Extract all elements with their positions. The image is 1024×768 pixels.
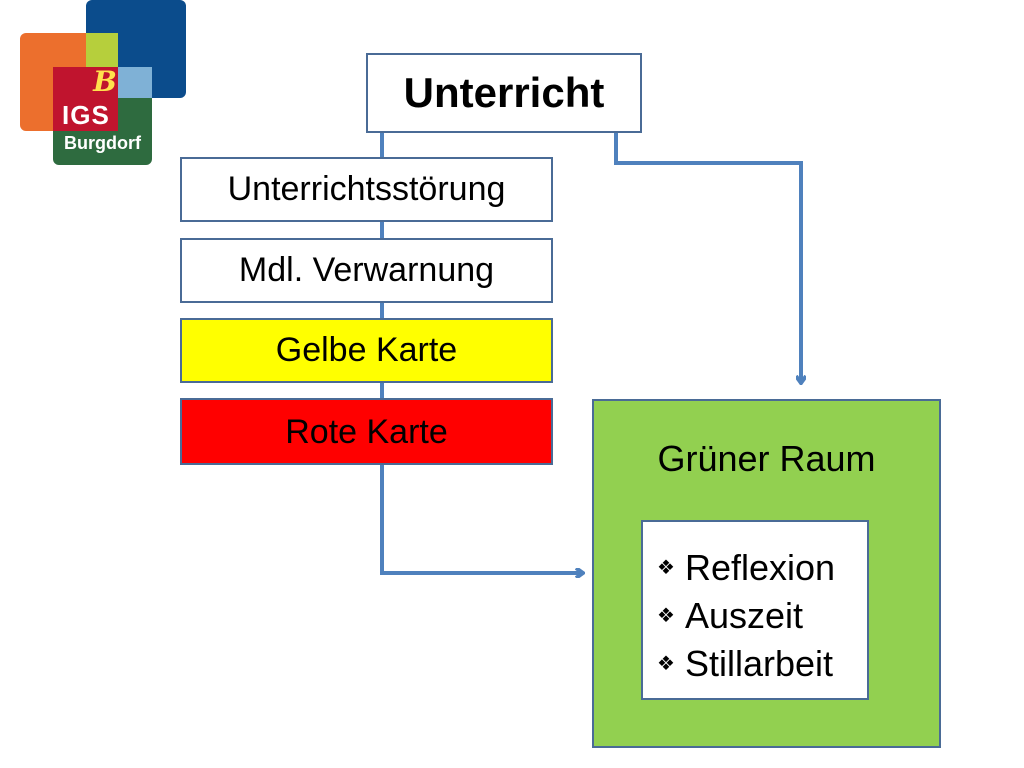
node-gruener-raum: Grüner Raum ❖ Reflexion ❖ Auszeit ❖ Stil… [592,399,941,748]
node-unterrichtsstoerung: Unterrichtsstörung [180,157,553,222]
list-item: ❖ Reflexion [657,544,867,592]
list-item-label: Auszeit [685,595,804,636]
node-rote-karte: Rote Karte [180,398,553,465]
logo-text-igs: IGS [62,100,110,130]
logo-b-mark: B [93,65,117,98]
node-muendliche-verwarnung: Mdl. Verwarnung [180,238,553,303]
diamond-bullet-icon: ❖ [657,653,675,675]
logo-lightblue-square [118,67,152,98]
list-item: ❖ Stillarbeit [657,640,867,688]
list-item: ❖ Auszeit [657,592,867,640]
diamond-bullet-icon: ❖ [657,605,675,627]
node-unterricht: Unterricht [366,53,642,133]
list-item-label: Stillarbeit [685,643,834,684]
gruener-raum-title: Grüner Raum [657,438,876,479]
node-gelbe-karte: Gelbe Karte [180,318,553,383]
logo-red-square [53,67,118,131]
diamond-bullet-icon: ❖ [657,557,675,579]
list-item-label: Reflexion [685,547,836,588]
igs-burgdorf-logo: B IGS Burgdorf [18,0,188,170]
arrow-to-green-room-top [614,133,801,382]
gruener-raum-list: ❖ Reflexion ❖ Auszeit ❖ Stillarbeit [641,520,869,700]
logo-text-burgdorf: Burgdorf [64,133,141,153]
logo-lime-square [86,33,118,67]
arrow-to-green-room-bottom [380,465,582,573]
